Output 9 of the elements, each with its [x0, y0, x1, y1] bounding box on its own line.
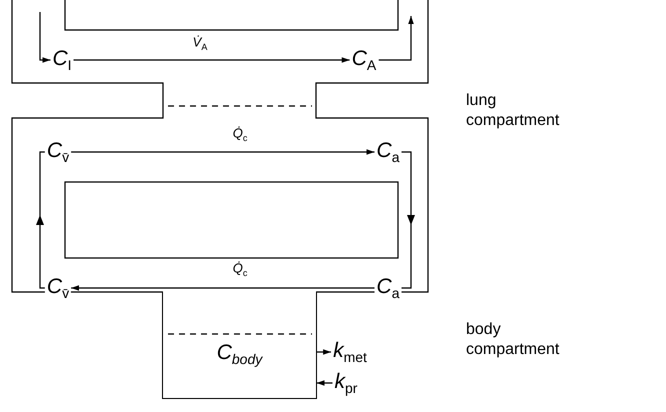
variable-label: k$_{pr}$ — [332, 370, 360, 396]
variable-label: C$_{body}$ — [216, 340, 262, 367]
compartment-label: lung compartment — [466, 91, 560, 131]
compartment-label: body compartment — [466, 320, 560, 360]
compartment-box — [162, 292, 317, 399]
variable-label: k$_{met}$ — [331, 338, 369, 366]
edge-label: V̇$_{A}$ — [190, 35, 210, 53]
edge-label: Q̇$_{c}$ — [230, 261, 250, 279]
edge-label: Q̇$_{c}$ — [230, 126, 250, 144]
